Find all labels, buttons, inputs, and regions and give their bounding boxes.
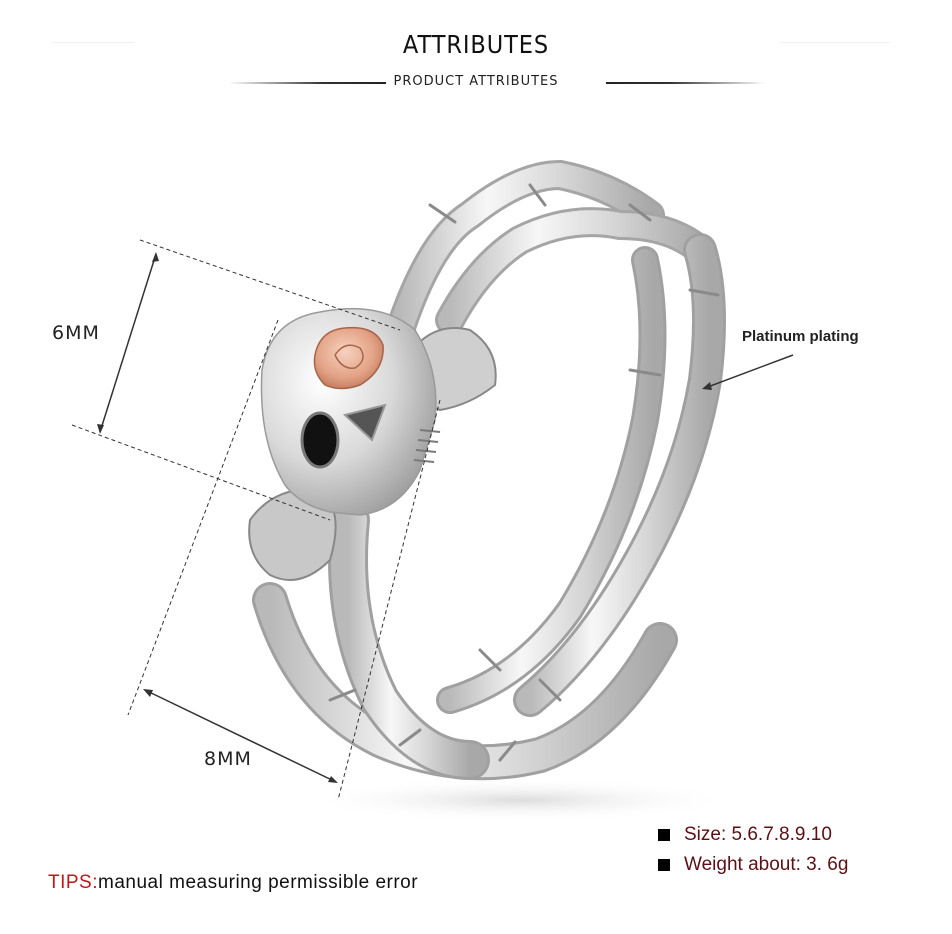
square-bullet-icon <box>658 829 670 841</box>
divider-right <box>606 82 766 84</box>
page-title: ATTRIBUTES <box>402 30 550 59</box>
spec-size-text: Size: 5.6.7.8.9.10 <box>684 824 832 845</box>
height-dimension-label: 6MM <box>52 322 100 344</box>
spec-item-weight: Weight about: 3. 6g <box>658 850 848 880</box>
tips-label: TIPS: <box>48 872 99 893</box>
tips-text: manual measuring permissible error <box>98 872 419 893</box>
square-bullet-icon <box>658 859 670 871</box>
spec-weight-text: Weight about: 3. 6g <box>684 854 849 875</box>
divider-left <box>228 82 386 84</box>
faint-divider-left <box>52 42 134 43</box>
width-dimension-label: 8MM <box>204 748 252 770</box>
tips-note: TIPS:manual measuring permissible error <box>48 872 418 894</box>
plating-callout-label: Platinum plating <box>742 328 859 345</box>
page-subtitle: PRODUCT ATTRIBUTES <box>393 74 559 89</box>
spec-item-size: Size: 5.6.7.8.9.10 <box>658 820 848 850</box>
faint-divider-right <box>780 42 890 43</box>
spec-list: Size: 5.6.7.8.9.10 Weight about: 3. 6g <box>658 820 848 880</box>
